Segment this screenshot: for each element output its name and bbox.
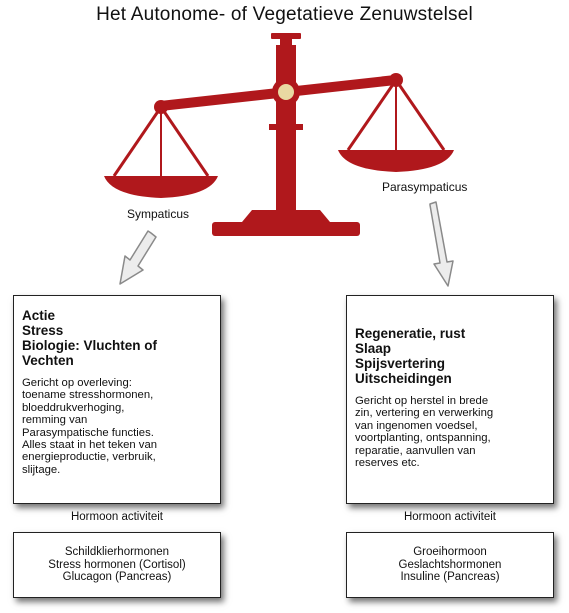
hormone-item: Insuline (Pancreas) [400, 571, 500, 584]
right-hormone-activity-label: Hormoon activiteit [403, 511, 497, 523]
heading-line: Actie [22, 308, 56, 323]
sympaticus-box: Actie Stress Biologie: Vluchten of Vecht… [13, 295, 221, 504]
heading-line: Slaap [355, 341, 392, 356]
body-line: Parasympatische functies. [22, 426, 154, 439]
heading-line: Uitscheidingen [355, 371, 452, 386]
body-line: energieproductie, verbruik, [22, 451, 156, 464]
scale-finial [271, 33, 301, 39]
right-arrow [429, 201, 454, 287]
left-pan [104, 176, 218, 198]
hormone-item: Glucagon (Pancreas) [62, 571, 172, 584]
parasympaticus-box: Regeneratie, rust Slaap Spijsvertering U… [346, 295, 554, 504]
body-line: remming van [22, 414, 88, 427]
parasympaticus-description: Gericht op herstel in brede zin, verteri… [355, 395, 545, 469]
right-pan [338, 150, 454, 172]
sympaticus-heading: Actie Stress Biologie: Vluchten of Vecht… [22, 308, 212, 368]
scale-base [212, 222, 360, 236]
left-arrow [119, 230, 157, 285]
heading-line: Regeneratie, rust [355, 326, 466, 341]
body-line: Alles staat in het teken van [22, 439, 158, 452]
balance-scale [154, 33, 403, 236]
parasympaticus-label: Parasympaticus [382, 180, 468, 194]
hormone-item: Groeihormoon [413, 546, 487, 559]
sympaticus-description: Gericht op overleving: toename stresshor… [22, 377, 212, 476]
diagram-title: Het Autonome- of Vegetatieve Zenuwstelse… [96, 4, 473, 25]
left-pan-chains [112, 106, 210, 177]
body-line: reparatie, aanvullen van [355, 444, 476, 457]
heading-line: Spijsvertering [355, 356, 446, 371]
right-pan-chains [346, 79, 446, 151]
body-line: zin, vertering en verwerking [355, 407, 494, 420]
body-line: bloeddrukverhoging, [22, 401, 125, 414]
scale-finial-stem [280, 38, 292, 48]
sympaticus-label: Sympaticus [127, 207, 190, 221]
heading-line: Stress [22, 323, 64, 338]
body-line: slijtage. [22, 463, 61, 476]
scale-pillar-collar [269, 124, 303, 130]
scale-pivot [278, 84, 294, 100]
parasympaticus-heading: Regeneratie, rust Slaap Spijsvertering U… [355, 326, 545, 386]
body-line: Gericht op overleving: [22, 377, 132, 389]
hormone-item: Stress hormonen (Cortisol) [48, 558, 186, 571]
hormone-item: Geslachtshormonen [398, 558, 502, 571]
left-hormone-activity-label: Hormoon activiteit [70, 511, 164, 523]
heading-line: Vechten [22, 353, 74, 368]
heading-line: Biologie: Vluchten of [22, 338, 157, 353]
hormone-item: Schildklierhormonen [64, 546, 170, 559]
body-line: voortplanting, ontspanning, [355, 432, 491, 445]
sympaticus-hormones-box: Schildklierhormonen Stress hormonen (Cor… [13, 532, 221, 598]
body-line: van ingenomen voedsel, [355, 419, 478, 432]
body-line: toename stresshormonen, [22, 389, 154, 402]
body-line: Gericht op herstel in brede [355, 395, 489, 407]
parasympaticus-hormones-box: Groeihormoon Geslachtshormonen Insuline … [346, 532, 554, 598]
scale-base-top [242, 210, 330, 222]
body-line: reserves etc. [355, 457, 420, 470]
